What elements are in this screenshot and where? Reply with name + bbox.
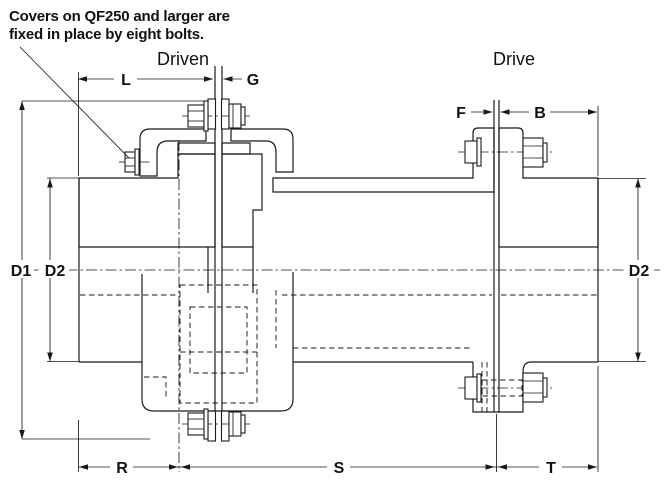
annotation-line1: Covers on QF250 and larger are: [9, 8, 230, 25]
spacer-tube: [272, 127, 495, 193]
drive-flange-bolt-bottom: [458, 372, 552, 403]
cover-retaining-bolt: [119, 148, 151, 176]
joint-bolt-top: [182, 100, 250, 132]
dimension-RST: [78, 366, 599, 472]
hidden-lines: [80, 284, 598, 404]
dim-label-D1: D1: [11, 263, 32, 280]
driven-sleeve: [221, 153, 263, 248]
dimension-L: [78, 66, 223, 176]
driven-hub: [78, 153, 216, 248]
drive-hub: [498, 127, 599, 248]
dim-label-B: B: [534, 105, 546, 122]
dim-label-D2-left: D2: [45, 263, 66, 280]
driven-flange-joint: [214, 66, 223, 412]
dim-label-F: F: [456, 105, 466, 122]
dim-label-R: R: [116, 460, 128, 477]
elastomer-element: [177, 142, 251, 155]
leader-line: [19, 46, 130, 159]
coupling-cover: [139, 128, 294, 177]
dim-label-L: L: [121, 72, 131, 89]
drive-flange-bolt-top: [458, 137, 552, 168]
dim-label-T: T: [546, 460, 556, 477]
annotation-line2: fixed in place by eight bolts.: [9, 26, 204, 43]
annotation: Covers on QF250 and larger are fixed in …: [9, 8, 230, 43]
dim-label-G: G: [247, 72, 259, 89]
dim-label-S: S: [334, 460, 345, 477]
tube-bottom-silhouette: [293, 347, 473, 363]
dimension-F: [468, 109, 493, 115]
drive-flange-joint: [493, 100, 500, 412]
label-drive: Drive: [493, 49, 535, 69]
drive-hub-right-face: [78, 178, 599, 362]
label-driven: Driven: [157, 49, 209, 69]
cover-bottom-silhouette: [79, 272, 294, 412]
dim-label-D2-right: D2: [629, 263, 650, 280]
joint-bolt-bottom: [182, 408, 250, 440]
